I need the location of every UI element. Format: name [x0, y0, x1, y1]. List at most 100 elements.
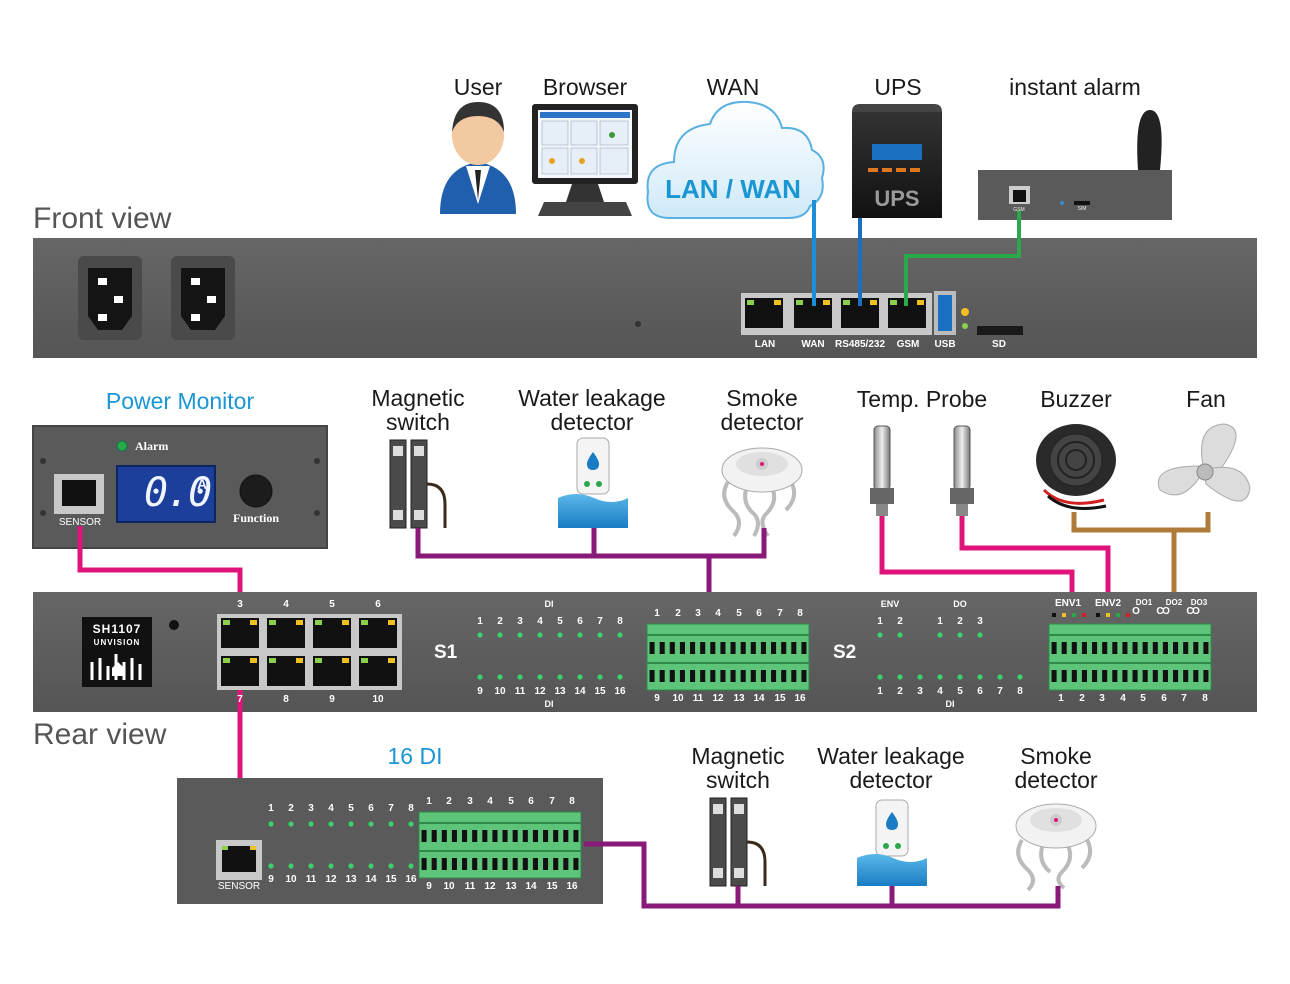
terminal-number: 8 — [797, 608, 803, 619]
terminal-number: 1 — [1058, 693, 1064, 704]
rear-view-title: Rear view — [33, 718, 167, 751]
logo-brand: UNVISION — [93, 638, 141, 647]
di-led-icon — [597, 632, 603, 638]
di-led-icon — [408, 863, 414, 869]
di-led-icon — [368, 821, 374, 827]
expansion-terminal-number: 2 — [446, 796, 452, 807]
di-led-icon — [288, 863, 294, 869]
expansion-sensor-label: SENSOR — [217, 881, 261, 892]
terminal-number: 3 — [695, 608, 701, 619]
di-number: 3 — [517, 616, 523, 627]
di-led-icon — [577, 632, 583, 638]
terminal-number: 4 — [1120, 693, 1126, 704]
front-port-label: LAN — [754, 339, 776, 350]
front-view-title: Front view — [33, 202, 172, 235]
terminal-block — [418, 811, 582, 879]
expansion-di-number: 8 — [408, 803, 414, 814]
di-led-icon — [897, 674, 903, 680]
terminal-number: 15 — [774, 693, 786, 704]
expansion-terminal-number: 4 — [487, 796, 493, 807]
s2-label: S2 — [833, 642, 857, 663]
terminal-number: 2 — [1079, 693, 1085, 704]
user-icon — [440, 102, 516, 214]
di-led-icon — [477, 632, 483, 638]
di-led-icon — [388, 821, 394, 827]
expansion-di-number: 9 — [268, 874, 274, 885]
current-unit: A — [197, 476, 208, 492]
front-panel — [33, 238, 1257, 358]
expansion-terminal-number: 16 — [566, 881, 578, 892]
temp-probe-label: Temp. Probe — [856, 386, 988, 412]
di-led-icon — [977, 632, 983, 638]
rj45-number: 3 — [237, 599, 243, 610]
expansion-terminal-number: 7 — [549, 796, 555, 807]
expansion-di-number: 3 — [308, 803, 314, 814]
terminal-sub-label: C — [1186, 606, 1194, 617]
terminal-number: 14 — [753, 693, 765, 704]
di-number: 6 — [577, 616, 583, 627]
terminal-block — [646, 623, 810, 691]
terminal-sub-label: O — [1132, 606, 1140, 617]
di-led-icon — [937, 674, 943, 680]
di-led-icon — [497, 632, 503, 638]
cloud-label: LAN / WAN — [665, 174, 801, 204]
sd-slot-icon — [977, 326, 1023, 335]
rj45-number: 10 — [372, 694, 384, 705]
di-led-icon — [477, 674, 483, 680]
front-port-label: WAN — [801, 339, 825, 350]
expansion-di-number: 14 — [365, 874, 377, 885]
fan-label: Fan — [1186, 386, 1226, 412]
expansion-terminal-number: 6 — [528, 796, 534, 807]
expansion-di-number: 5 — [348, 803, 354, 814]
terminal-number: 12 — [712, 693, 724, 704]
expansion-di-number: 4 — [328, 803, 334, 814]
di-number: 2 — [497, 616, 503, 627]
expansion-terminal-number: 3 — [467, 796, 473, 807]
current-reading: 0.0 — [144, 470, 212, 516]
expansion-di-number: 13 — [345, 874, 357, 885]
wan-label: WAN — [706, 74, 760, 100]
di-led-icon — [517, 674, 523, 680]
terminal-label: DO2 — [1165, 598, 1183, 607]
di-number: 15 — [594, 686, 606, 697]
expansion-terminal-number: 10 — [443, 881, 455, 892]
terminal-number: 7 — [1181, 693, 1187, 704]
expansion-terminal-number: 5 — [508, 796, 514, 807]
di-led-icon — [308, 821, 314, 827]
terminal-number: 6 — [756, 608, 762, 619]
terminal-number: 8 — [1202, 693, 1208, 704]
di-number: 6 — [977, 686, 983, 697]
di-number: 4 — [937, 686, 943, 697]
di-led-icon — [597, 674, 603, 680]
cloud-icon — [646, 100, 825, 219]
terminal-number: 4 — [715, 608, 721, 619]
di-led-icon — [268, 863, 274, 869]
di-label: DI — [544, 699, 554, 709]
di-number: 12 — [534, 686, 546, 697]
monitor-icon — [532, 104, 638, 216]
magnetic-switch-icon — [389, 439, 447, 529]
expansion-di-number: 11 — [305, 874, 317, 885]
rj45-number: 4 — [283, 599, 289, 610]
terminal-number: 7 — [777, 608, 783, 619]
gsm-alarm-icon — [978, 110, 1172, 220]
s1-label: S1 — [434, 642, 458, 663]
di-number: 8 — [617, 616, 623, 627]
env-number: 1 — [877, 616, 883, 627]
alarm-led-icon — [116, 440, 128, 452]
power-socket-icon — [171, 256, 235, 340]
terminal-number: 13 — [733, 693, 745, 704]
expansion-di-number: 6 — [368, 803, 374, 814]
expansion-terminal-number: 1 — [426, 796, 432, 807]
alarm-label: Alarm — [135, 439, 169, 453]
terminal-number: 2 — [675, 608, 681, 619]
terminal-sub-label: C — [1156, 606, 1164, 617]
di-number: 11 — [514, 686, 526, 697]
rj45-port-icon — [359, 656, 397, 686]
di-number: 4 — [537, 616, 543, 627]
do-number: 3 — [977, 616, 983, 627]
